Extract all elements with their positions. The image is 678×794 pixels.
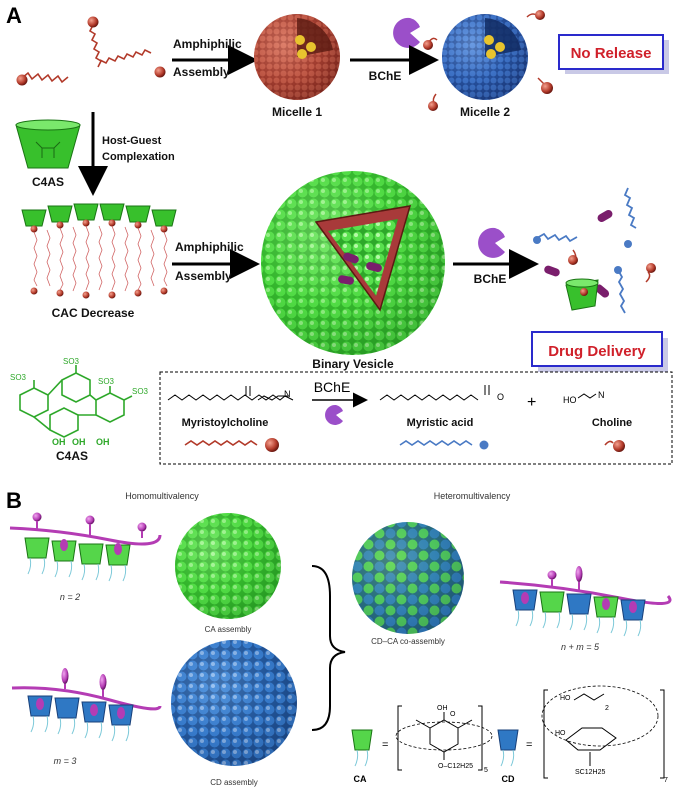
svg-text:=: = (526, 739, 532, 751)
drug-delivery-badge: Drug Delivery (531, 331, 668, 372)
svg-text:CA assembly: CA assembly (205, 625, 252, 634)
myristic-acid-label: Myristic acid (407, 417, 474, 429)
svg-text:Assembly: Assembly (173, 65, 230, 79)
cd-assembly-sphere: CD assembly (171, 640, 297, 787)
svg-text:SO3: SO3 (63, 357, 80, 366)
svg-text:=: = (382, 739, 388, 751)
svg-text:O: O (497, 392, 504, 402)
svg-text:SO3: SO3 (10, 373, 27, 382)
svg-text:BChE: BChE (474, 272, 507, 286)
svg-text:SO3: SO3 (132, 387, 149, 396)
svg-text:HO: HO (563, 395, 577, 405)
cd-ca-coassembly-sphere: CD–CA co-assembly (352, 522, 464, 646)
svg-text:BChE: BChE (369, 69, 402, 83)
c4as-surfactant-bilayer: CAC Decrease (21, 203, 177, 320)
svg-text:2: 2 (605, 705, 609, 712)
svg-text:CD–CA co-assembly: CD–CA co-assembly (371, 637, 445, 646)
svg-text:Assembly: Assembly (175, 269, 232, 283)
c4as-cup-icon: C4AS (15, 119, 81, 189)
homomultivalency-title: Homomultivalency (125, 491, 199, 501)
svg-text:CA: CA (354, 774, 367, 784)
merge-brace (311, 565, 346, 731)
heteromultivalency-title: Heteromultivalency (434, 491, 511, 501)
svg-text:Host-Guest: Host-Guest (102, 135, 162, 147)
svg-text:No Release: No Release (571, 45, 652, 62)
svg-text:7: 7 (664, 777, 668, 784)
bche-enzyme-1: BChE (350, 17, 439, 83)
released-components (533, 187, 656, 314)
arrow-amphiphilic-assembly-2: Amphiphilic Assembly (172, 240, 260, 283)
svg-text:Amphiphilic: Amphiphilic (173, 37, 242, 51)
svg-text:Drug Delivery: Drug Delivery (548, 343, 646, 360)
bche-enzyme-2: BChE (453, 227, 539, 286)
svg-text:OH: OH (437, 705, 448, 712)
panel-b-letter: B (6, 488, 22, 513)
arrow-amphiphilic-assembly-1: Amphiphilic Assembly (172, 37, 258, 79)
hetero-polymer-complex: n + m = 5 (499, 566, 672, 652)
svg-text:HO: HO (555, 730, 566, 737)
arrow-host-guest: Host-Guest Complexation (78, 112, 175, 196)
svg-text:HO: HO (560, 695, 571, 702)
myristoylcholine-label: Myristoylcholine (182, 417, 269, 429)
svg-text:O: O (450, 711, 456, 718)
ca-polymer-complex: n = 2 (9, 512, 162, 602)
micelle-2-label: Micelle 2 (460, 105, 510, 119)
svg-text:OH: OH (72, 437, 86, 447)
n-plus-m-label: n + m = 5 (561, 642, 600, 652)
c4as-chemical-structure: SO3 SO3 SO3 SO3 OH OH OH C4AS (10, 357, 149, 463)
surfactant-molecules (16, 16, 166, 86)
m-equals-label: m = 3 (54, 756, 77, 766)
svg-text:5: 5 (484, 767, 488, 774)
panel-a-letter: A (6, 3, 22, 28)
no-release-badge: No Release (558, 34, 669, 74)
micelle-1: Micelle 1 (254, 14, 340, 119)
svg-text:Complexation: Complexation (102, 151, 175, 163)
svg-text:OH: OH (96, 437, 110, 447)
micelle-2: Micelle 2 (423, 10, 553, 119)
svg-text:SC12H25: SC12H25 (575, 769, 605, 776)
ca-structure-legend: CA = OH O O–C12H25 5 (351, 705, 493, 784)
cd-polymer-complex: m = 3 (11, 668, 162, 766)
svg-text:BChE: BChE (314, 379, 351, 395)
svg-text:SO3: SO3 (98, 377, 115, 386)
svg-text:N: N (598, 390, 605, 400)
svg-text:CD: CD (502, 774, 515, 784)
svg-text:Amphiphilic: Amphiphilic (175, 240, 244, 254)
svg-text:OH: OH (52, 437, 66, 447)
micelle-1-label: Micelle 1 (272, 105, 322, 119)
c4as-structure-label: C4AS (56, 449, 88, 463)
svg-text:O–C12H25: O–C12H25 (438, 763, 473, 770)
svg-text:CD assembly: CD assembly (210, 778, 258, 787)
enzymatic-reaction-box: N Myristoylcholine BChE O Myristic acid … (159, 371, 673, 465)
binary-vesicle-label: Binary Vesicle (312, 357, 394, 371)
svg-text:N: N (284, 389, 291, 399)
ca-assembly-sphere: CA assembly (175, 513, 281, 634)
c4as-cup-label: C4AS (32, 175, 64, 189)
binary-vesicle: Binary Vesicle (261, 171, 445, 371)
cd-structure-legend: CD = HO HO 2 SC12H25 7 (497, 685, 668, 784)
svg-text:+: + (527, 394, 536, 411)
n-equals-label: n = 2 (60, 592, 80, 602)
cac-decrease-label: CAC Decrease (52, 306, 135, 320)
choline-label: Choline (592, 417, 632, 429)
